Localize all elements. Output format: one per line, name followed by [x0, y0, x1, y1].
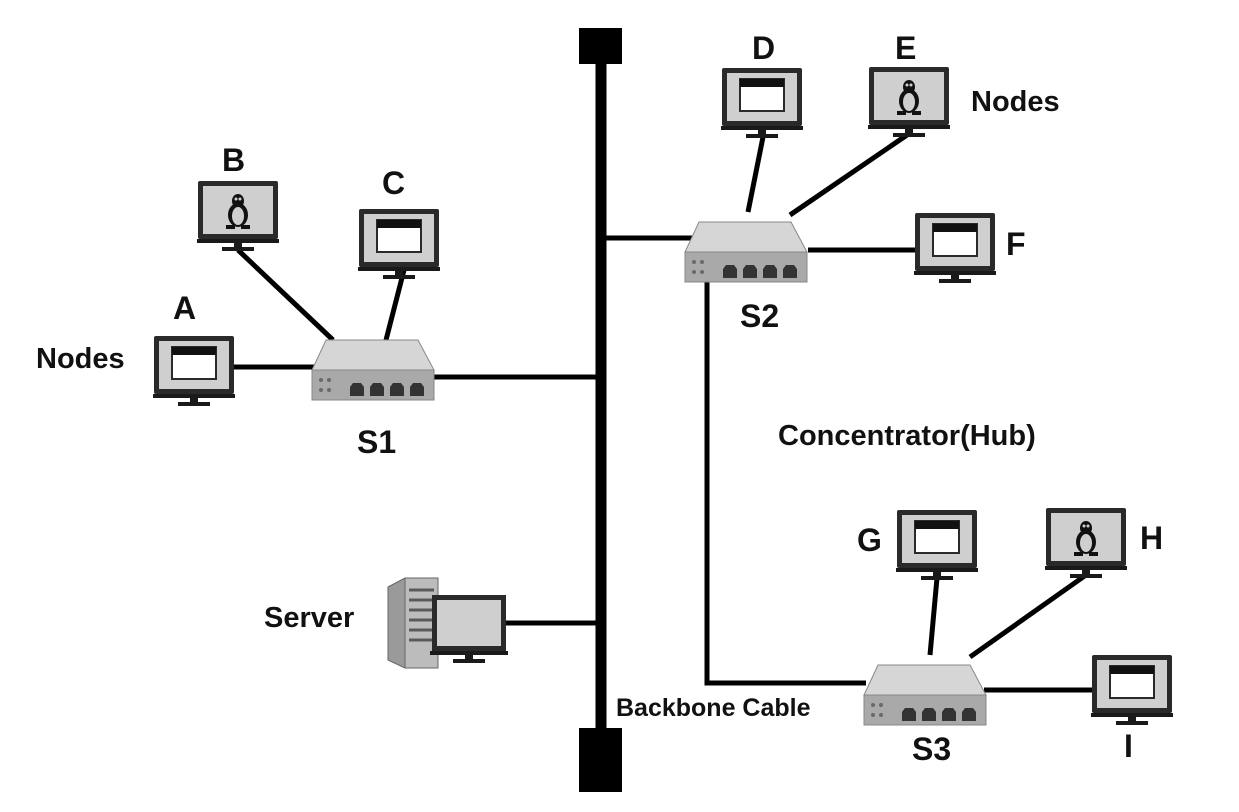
- node-label-d: D: [752, 30, 776, 66]
- switch-label-s1: S1: [357, 424, 397, 460]
- backbone-caption: Backbone Cable: [616, 694, 811, 722]
- hub-caption: Concentrator(Hub): [778, 420, 1036, 452]
- node-label-f: F: [1006, 226, 1026, 262]
- cable-s2-s3: [704, 282, 866, 686]
- backbone-terminator-bottom: [579, 728, 622, 792]
- linux-penguin-icon: [197, 181, 279, 251]
- cable-h-s3: [968, 572, 1088, 660]
- cable-d-s2: [745, 136, 766, 213]
- cable-b-s1: [236, 248, 335, 342]
- node-label-a: A: [173, 290, 197, 326]
- cable-g-s3: [927, 577, 940, 656]
- nodes-label-right: Nodes: [971, 86, 1060, 118]
- node-label-c: C: [382, 165, 406, 201]
- blank-window-icon: [913, 212, 997, 284]
- switch-s1: [311, 339, 435, 401]
- node-label-e: E: [895, 30, 917, 66]
- cable-c-s1: [383, 269, 407, 341]
- cables: [234, 58, 1092, 732]
- cable-e-s2: [788, 132, 909, 218]
- node-label-b: B: [222, 142, 246, 178]
- nodes-label-left: Nodes: [36, 343, 125, 375]
- blank-window-icon: [357, 208, 441, 280]
- blank-window-icon: [152, 335, 236, 407]
- server-icon: [387, 577, 508, 669]
- switch-s3: [863, 664, 987, 726]
- server-label: Server: [264, 602, 355, 634]
- switch-s2: [684, 221, 808, 283]
- linux-penguin-icon: [1045, 508, 1127, 578]
- blank-window-icon: [1090, 654, 1174, 726]
- blank-window-icon: [895, 509, 979, 581]
- switch-label-s3: S3: [912, 731, 952, 767]
- switch-label-s2: S2: [740, 298, 780, 334]
- blank-window-icon: [720, 67, 804, 139]
- node-label-i: I: [1124, 728, 1133, 764]
- linux-penguin-icon: [868, 67, 950, 137]
- node-label-g: G: [857, 522, 882, 558]
- backbone-terminator-top: [579, 28, 622, 64]
- node-label-h: H: [1140, 520, 1164, 556]
